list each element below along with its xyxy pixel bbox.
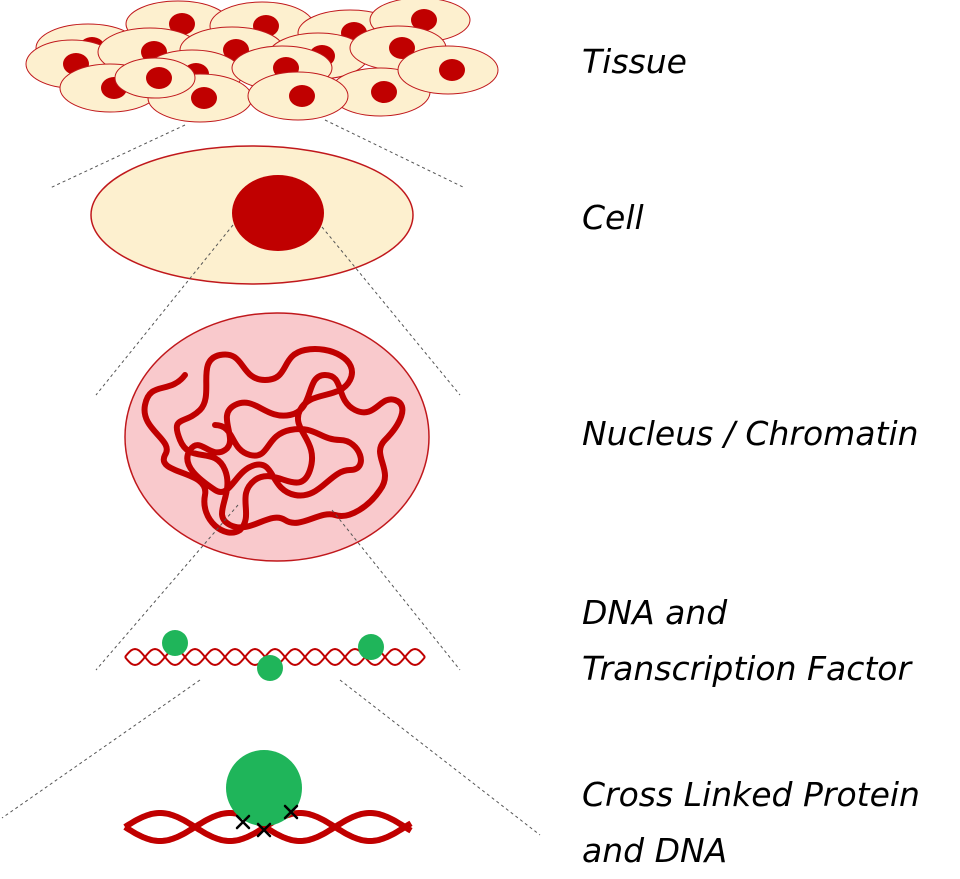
zoom-guide-tissue-cell (49, 119, 466, 189)
label-crosslink-line1: Cross Linked Protein (582, 775, 920, 814)
label-dna-tf-line1: DNA and (582, 593, 728, 632)
tissue-cell-nucleus (389, 37, 415, 59)
label-nucleus: Nucleus / Chromatin (582, 406, 919, 462)
crosslink-icon (123, 750, 413, 844)
label-dna-tf-line2: Transcription Factor (582, 649, 912, 688)
transcription-factor-icon (162, 630, 384, 681)
tissue-cell-nucleus (289, 85, 315, 107)
label-tissue-text: Tissue (582, 42, 687, 81)
label-dna-tf: DNA and Transcription Factor (582, 585, 911, 697)
tissue-cell-nucleus (191, 87, 217, 109)
label-tissue: Tissue (582, 34, 687, 90)
zoom-guide-cell-nucleus (95, 224, 461, 396)
nucleus-icon (124, 312, 430, 562)
crosslink-mark (235, 814, 251, 830)
tissue-cell-nucleus (439, 59, 465, 81)
label-nucleus-text: Nucleus / Chromatin (582, 414, 919, 453)
tissue-cell-nucleus (169, 13, 195, 35)
tissue-icon (25, 0, 499, 123)
label-crosslink-line2: and DNA (582, 831, 728, 870)
crosslink-mark (283, 804, 299, 820)
label-crosslink: Cross Linked Protein and DNA (582, 767, 920, 879)
label-cell-text: Cell (582, 198, 644, 237)
tissue-cell-nucleus (411, 9, 437, 31)
zoom-guide-dna-crosslink (1, 679, 541, 836)
label-cell: Cell (582, 190, 644, 246)
tissue-cell-nucleus (371, 81, 397, 103)
tissue-cell-nucleus (146, 67, 172, 89)
zoom-guide-nucleus-dna (95, 504, 461, 671)
cell-icon (90, 145, 414, 285)
crosslink-mark (256, 822, 272, 838)
